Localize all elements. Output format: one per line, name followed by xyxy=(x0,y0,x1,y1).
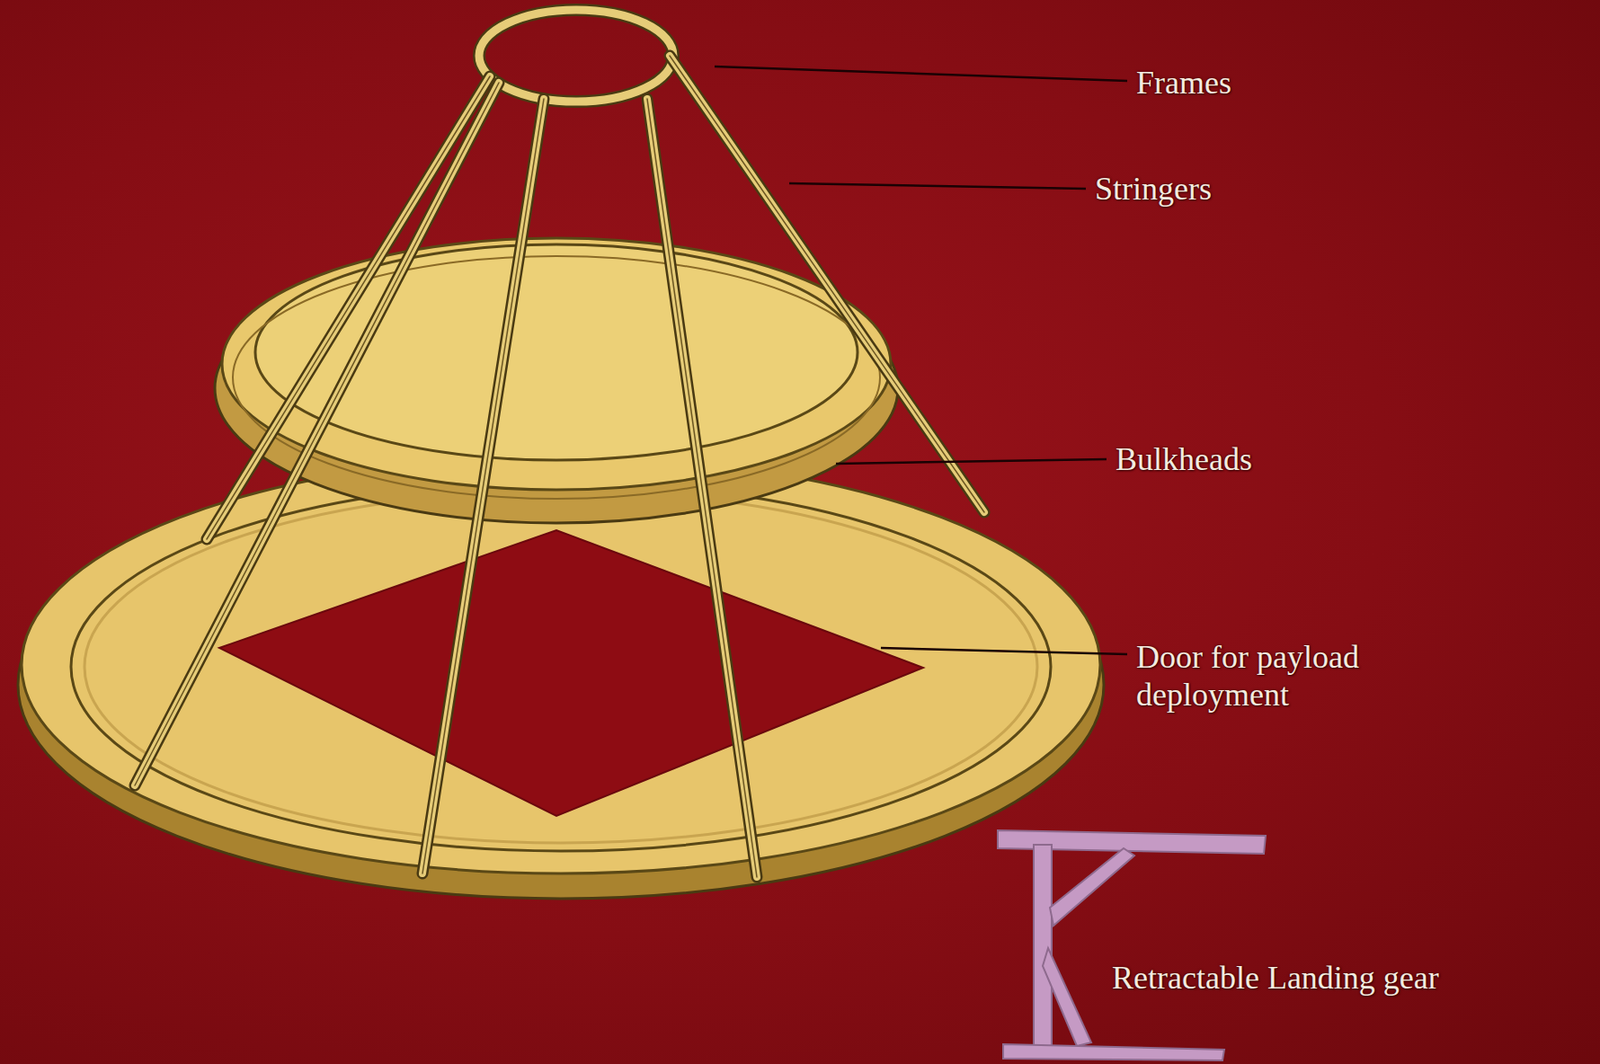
top-frame xyxy=(479,9,674,102)
bulkhead-ring xyxy=(232,256,880,499)
stringer xyxy=(206,76,490,540)
landing-gear-icon xyxy=(997,830,1266,1061)
leader-line xyxy=(835,459,1107,464)
stringer xyxy=(422,98,544,874)
stringer xyxy=(669,55,985,513)
gear-brace xyxy=(1042,948,1092,1047)
frame-ring xyxy=(479,9,674,102)
payload-door xyxy=(219,530,924,817)
part-label: Frames xyxy=(1136,63,1232,102)
stringer xyxy=(669,55,985,513)
leader-line xyxy=(880,648,1128,655)
gear-foot xyxy=(1003,1044,1225,1061)
bulkhead-face xyxy=(222,238,891,490)
part-label: Door for payload deployment xyxy=(1136,638,1487,714)
gear-brace xyxy=(1049,848,1135,926)
leader-line xyxy=(714,66,1128,81)
bulkhead-ring xyxy=(71,482,1051,852)
stringer xyxy=(134,82,499,786)
part-label: Retractable Landing gear xyxy=(1111,959,1440,997)
middle-bulkhead xyxy=(214,238,898,524)
stringer xyxy=(206,76,490,540)
part-label: Bulkheads xyxy=(1115,440,1253,479)
bulkhead-ring xyxy=(84,490,1038,844)
stringer-face xyxy=(134,55,985,878)
stringer-outline xyxy=(134,55,985,878)
part-label: Stringers xyxy=(1094,169,1212,208)
stringer xyxy=(669,55,985,513)
frame-ring xyxy=(479,9,674,102)
stringer xyxy=(134,82,499,786)
bulkhead-ring xyxy=(255,244,858,461)
stringer xyxy=(206,76,490,540)
stringers xyxy=(134,55,985,878)
stringer xyxy=(647,98,757,878)
stringer-groove xyxy=(134,55,985,878)
stringer xyxy=(647,98,757,878)
leader-lines xyxy=(714,66,1128,655)
stringer xyxy=(647,98,757,878)
stringer xyxy=(134,82,499,786)
stringer xyxy=(422,98,544,874)
leader-line xyxy=(789,183,1086,189)
stringer xyxy=(422,98,544,874)
gear-strut xyxy=(1033,844,1052,1050)
